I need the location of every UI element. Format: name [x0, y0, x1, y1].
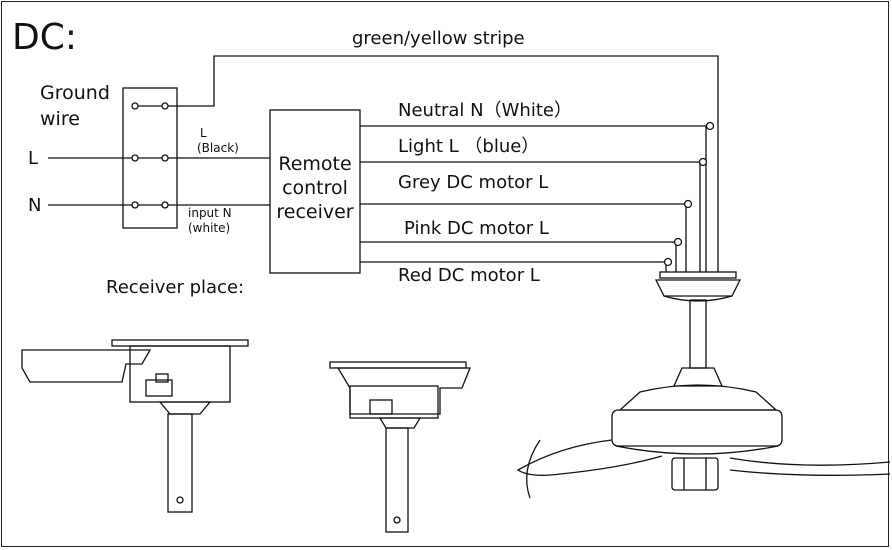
output-neutral-label: Neutral N（White） [398, 100, 572, 121]
terminal-screw [131, 201, 139, 209]
receiver-box [269, 109, 361, 274]
terminal-screw [131, 102, 139, 110]
supply-l-label: L [28, 148, 39, 169]
ground-wire-label-line1: Ground [40, 82, 110, 104]
input-l-label-line2: (Black) [197, 141, 239, 155]
fan-light-kit [671, 457, 719, 491]
fan-downrod [689, 299, 707, 369]
diagram-title: DC: [12, 17, 77, 58]
receiver-label-line2: control [282, 177, 348, 199]
receiver-label-line3: receiver [276, 201, 354, 223]
receiver-label: Remote control receiver [270, 152, 360, 224]
fan-blade-left [516, 439, 663, 476]
output-light-label: Light L （blue） [398, 136, 540, 157]
fan-blade-front [526, 439, 541, 499]
fan-motor-housing [611, 367, 783, 455]
ground-wire [168, 55, 719, 272]
receiver-placement-1 [21, 339, 249, 513]
terminal-screw [161, 102, 169, 110]
output-grey-motor-label: Grey DC motor L [398, 172, 549, 193]
output-pink-motor-label: Pink DC motor L [404, 218, 549, 239]
input-n-label-line1: input N [188, 206, 232, 220]
fan-blade-right [729, 457, 891, 476]
ground-wire-label-line2: wire [40, 108, 80, 130]
output-red-motor-label: Red DC motor L [398, 265, 540, 286]
ground-stripe-label: green/yellow stripe [352, 28, 525, 49]
receiver-label-line1: Remote [278, 153, 352, 175]
terminal-screw [161, 154, 169, 162]
input-l-label-line1: L [200, 126, 207, 140]
receiver-placement-2 [329, 361, 471, 533]
fan-canopy [654, 271, 742, 302]
receiver-place-label: Receiver place: [106, 277, 245, 298]
input-n-label-line2: (white) [188, 221, 231, 235]
terminal-screw [131, 154, 139, 162]
terminal-screw [161, 201, 169, 209]
supply-n-label: N [28, 195, 42, 216]
